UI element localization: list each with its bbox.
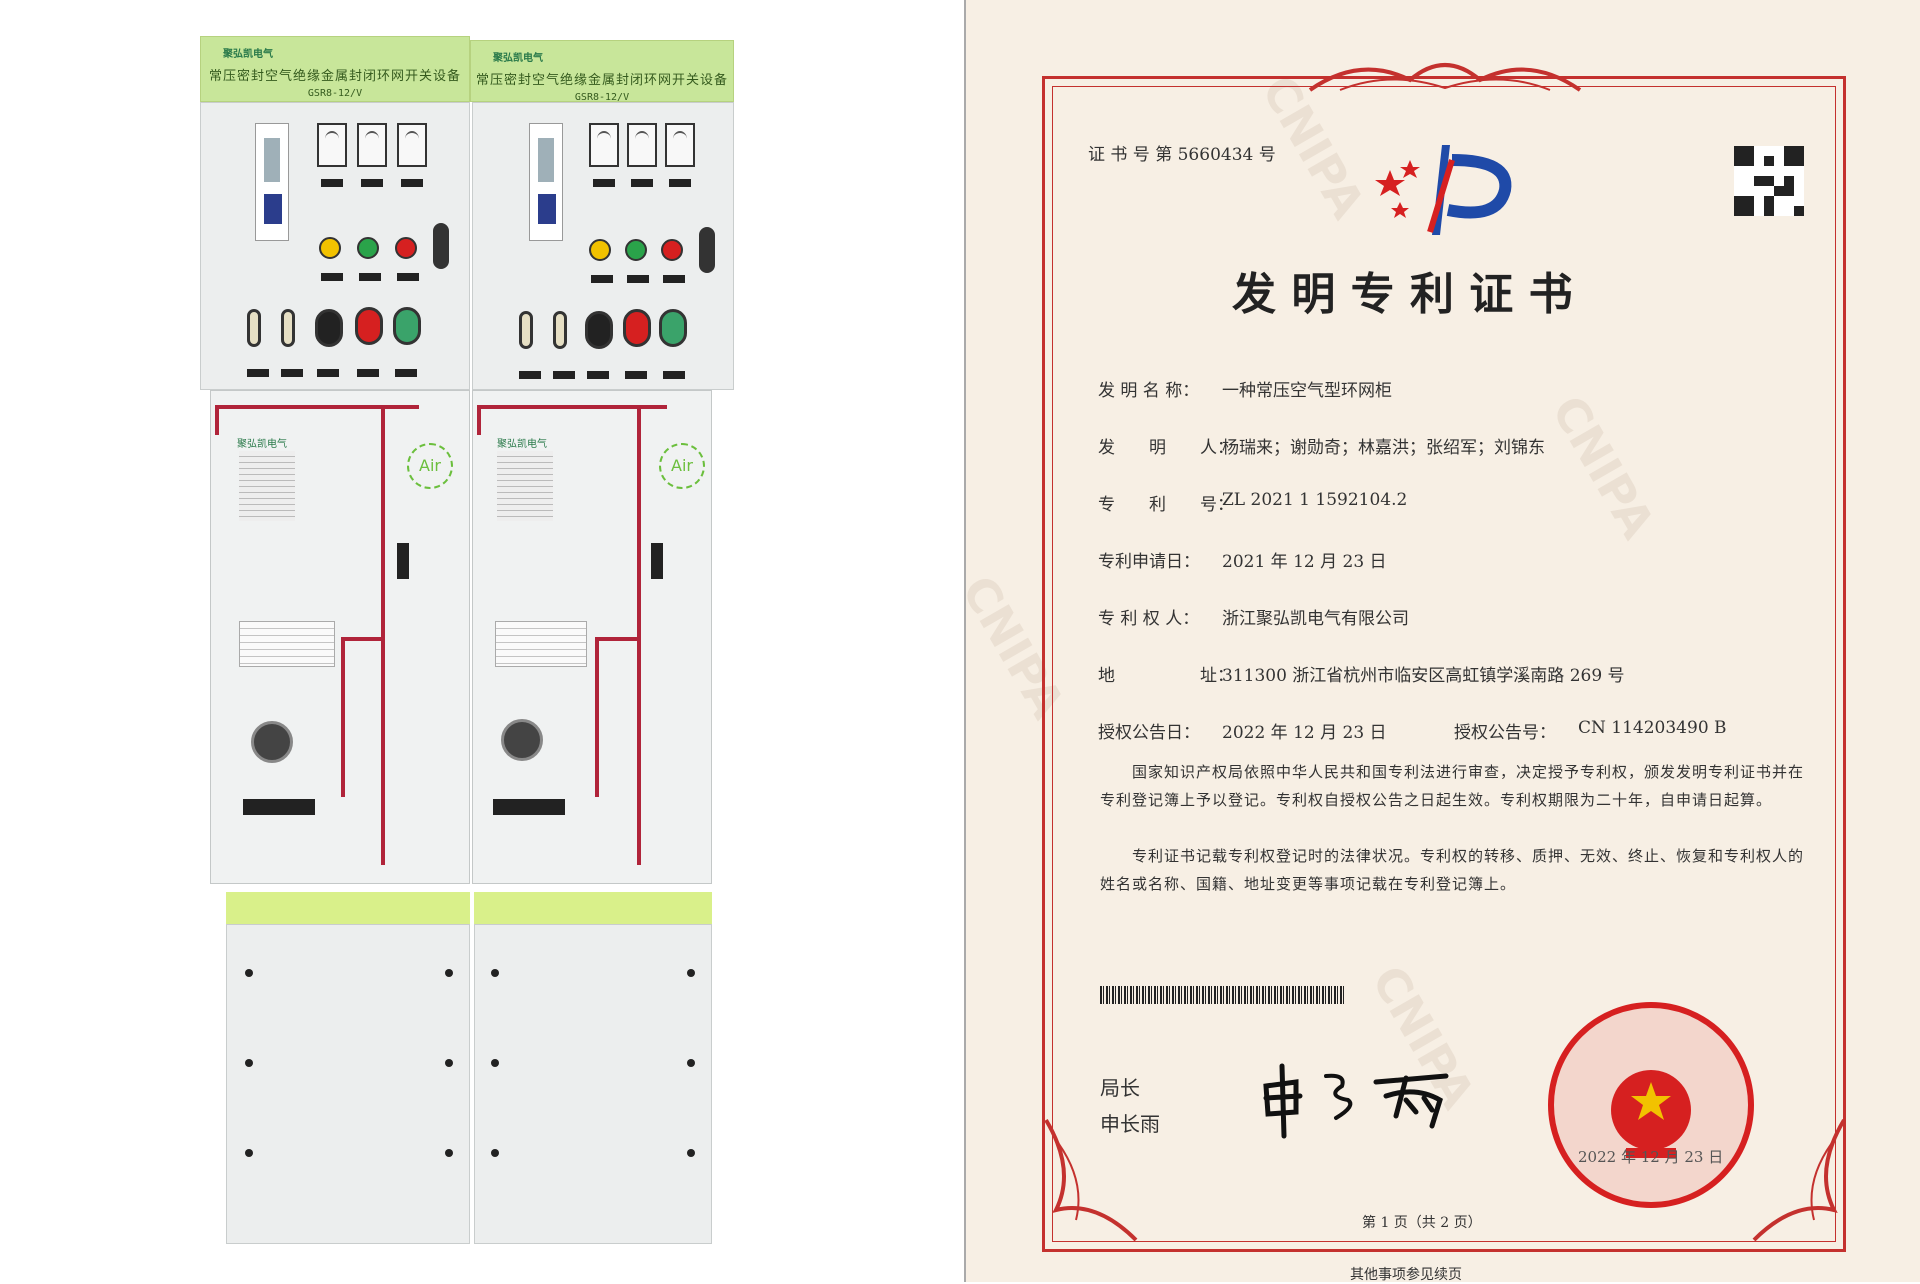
right-nameplate — [495, 621, 587, 667]
left-bay-brand: 聚弘凯电气 — [223, 49, 273, 60]
qr-code — [1734, 146, 1804, 216]
right-meter-3 — [665, 123, 695, 167]
field-label-inventors: 发 明 人： — [1098, 438, 1234, 458]
left-meter-1 — [317, 123, 347, 167]
certificate-title: 发 明 专 利 证 书 — [1232, 269, 1573, 320]
right-red-lamp — [661, 239, 683, 261]
field-value-grant-date: 2022 年 12 月 23 日 — [1222, 723, 1387, 743]
left-green-lamp — [357, 237, 379, 259]
certificate-outer-frame — [1042, 76, 1846, 1252]
right-instruction-plate — [497, 451, 553, 521]
left-bay-title: 常压密封空气绝缘金属封闭环网开关设备 — [208, 69, 461, 84]
field-value-application-date: 2021 年 12 月 23 日 — [1222, 552, 1387, 572]
right-bay-header: 聚弘凯电气 常压密封空气绝缘金属封闭环网开关设备 GSR8-12/V — [470, 40, 734, 103]
left-meter-2 — [357, 123, 387, 167]
left-air-badge: Air — [407, 443, 453, 489]
right-bay-stripe — [474, 892, 712, 924]
certificate-inner-frame — [1052, 86, 1836, 1242]
right-indicator-window — [651, 543, 663, 579]
left-red-button — [355, 307, 383, 345]
corner-ornament-bl — [1044, 1118, 1138, 1242]
left-panel-brand: 聚弘凯电气 — [237, 439, 287, 450]
field-value-publication-no: CN 114203490 B — [1578, 718, 1727, 738]
field-label-grant-date: 授权公告日： — [1098, 723, 1200, 743]
right-bay-model: GSR8-12/V — [574, 92, 630, 103]
director-title: 局长 — [1100, 1076, 1140, 1100]
left-terminal-strip — [243, 799, 315, 815]
cnipa-logo — [1375, 145, 1512, 235]
field-label-publication-no: 授权公告号： — [1454, 723, 1556, 743]
field-value-inventors: 杨瑞来；谢勋奇；林嘉洪；张绍军；刘锦东 — [1222, 438, 1545, 458]
legal-paragraph-2: 专利证书记载专利权登记时的法律状况。专利权的转移、质押、无效、终止、恢复和专利权… — [1100, 847, 1805, 893]
legal-paragraph-1: 国家知识产权局依照中华人民共和国专利法进行审查，决定授予专利权，颁发发明专利证书… — [1100, 763, 1805, 809]
right-meter-2 — [627, 123, 657, 167]
left-relay-unit — [255, 123, 289, 241]
left-bay-mimic-panel: 聚弘凯电气 Air — [210, 390, 470, 884]
field-value-invention-name: 一种常压空气型环网柜 — [1222, 381, 1392, 401]
right-yellow-lamp — [589, 239, 611, 261]
left-switch-1 — [247, 309, 261, 347]
right-bay-mimic-panel: 聚弘凯电气 Air — [472, 390, 712, 884]
right-terminal-strip — [493, 799, 565, 815]
left-switch-2 — [281, 309, 295, 347]
right-operating-hole — [501, 719, 543, 761]
right-bay-lower-door — [474, 924, 712, 1244]
right-green-lamp — [625, 239, 647, 261]
field-value-address: 311300 浙江省杭州市临安区高虹镇学溪南路 269 号 — [1222, 666, 1625, 686]
corner-ornament-br — [1752, 1118, 1846, 1242]
field-label-patentee: 专 利 权 人： — [1098, 609, 1200, 629]
left-indicator-window — [397, 543, 409, 579]
field-value-patent-no: ZL 2021 1 1592104.2 — [1222, 490, 1408, 510]
left-bay-control-panel — [200, 102, 470, 390]
right-switch-2 — [553, 311, 567, 349]
director-name: 申长雨 — [1100, 1112, 1160, 1136]
footer-note: 其他事项参见续页 — [1350, 1267, 1462, 1283]
left-operating-hole — [251, 721, 293, 763]
field-label-patent-no: 专 利 号： — [1098, 495, 1234, 515]
right-panel-brand: 聚弘凯电气 — [497, 439, 547, 450]
left-bay-lower-door — [226, 924, 470, 1244]
certificate-number: 证 书 号 第 5660434 号 — [1088, 145, 1276, 165]
left-instruction-plate — [239, 451, 295, 521]
left-nameplate — [239, 621, 335, 667]
left-black-knob — [433, 223, 449, 269]
left-selector-switch — [315, 309, 343, 347]
right-green-button — [659, 309, 687, 347]
official-seal — [1548, 1002, 1754, 1208]
left-green-button — [393, 307, 421, 345]
right-black-knob — [699, 227, 715, 273]
right-red-button — [623, 309, 651, 347]
left-meter-3 — [397, 123, 427, 167]
left-bay-model: GSR8-12/V — [307, 88, 363, 99]
seal-date: 2022 年 12 月 23 日 — [1578, 1148, 1724, 1166]
field-label-address: 地 址： — [1098, 666, 1234, 686]
right-switch-1 — [519, 311, 533, 349]
right-meter-1 — [589, 123, 619, 167]
right-bay-title: 常压密封空气绝缘金属封闭环网开关设备 — [475, 73, 728, 88]
left-bay-header: 聚弘凯电气 常压密封空气绝缘金属封闭环网开关设备 GSR8-12/V — [200, 36, 470, 102]
barcode — [1100, 986, 1344, 1004]
field-label-application-date: 专利申请日： — [1098, 552, 1200, 572]
field-value-patentee: 浙江聚弘凯电气有限公司 — [1222, 609, 1409, 629]
right-bay-control-panel — [472, 102, 734, 390]
left-bay-stripe — [226, 892, 470, 924]
right-bay-brand: 聚弘凯电气 — [493, 53, 543, 64]
right-air-badge: Air — [659, 443, 705, 489]
director-signature — [1263, 1063, 1449, 1139]
page-info: 第 1 页（共 2 页） — [1362, 1215, 1482, 1231]
right-selector-switch — [585, 311, 613, 349]
left-red-lamp — [395, 237, 417, 259]
top-ornament — [1308, 63, 1582, 92]
right-relay-unit — [529, 123, 563, 241]
cabinet-photo: 聚弘凯电气 常压密封空气绝缘金属封闭环网开关设备 GSR8-12/V 聚弘凯电气… — [0, 0, 960, 1282]
left-yellow-lamp — [319, 237, 341, 259]
field-label-invention-name: 发 明 名 称： — [1098, 381, 1200, 401]
